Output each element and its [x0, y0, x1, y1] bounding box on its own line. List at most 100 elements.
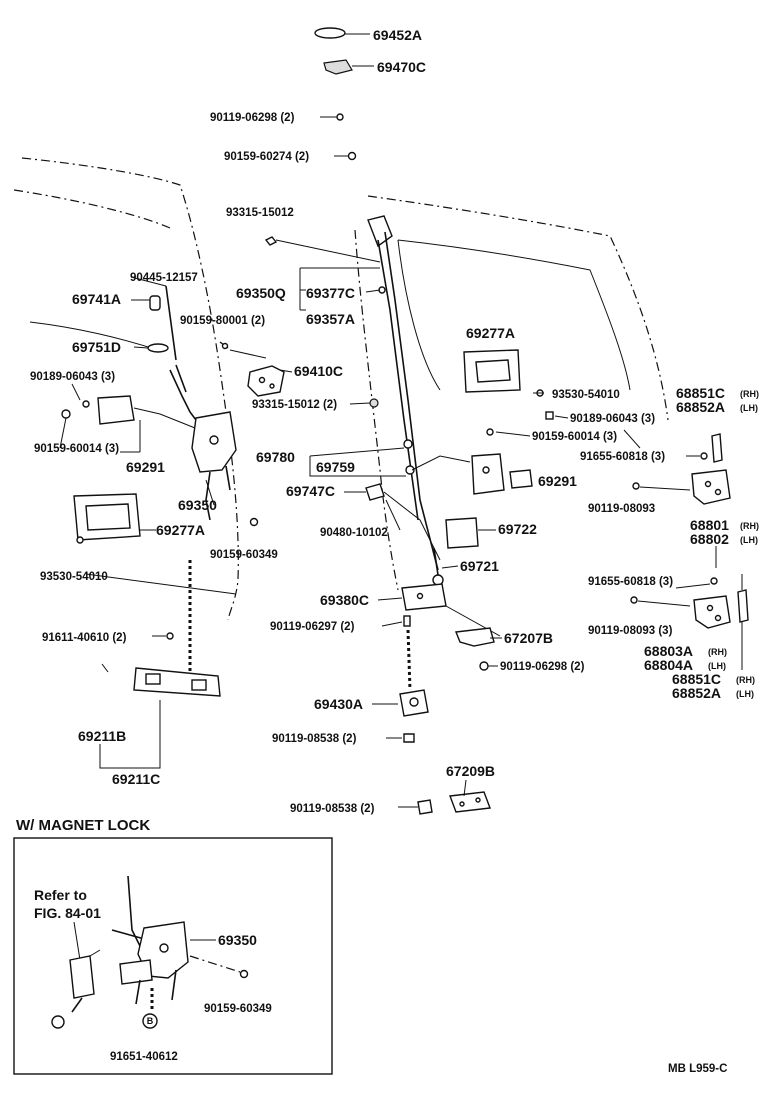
- label-69277A-right: 69277A: [466, 325, 515, 341]
- screw-91611-40610: [166, 632, 174, 640]
- label-rh-3: (RH): [708, 647, 727, 657]
- label-90119-06298-mid: 90119-06298 (2): [500, 661, 585, 673]
- label-90119-06298-top: 90119-06298 (2): [210, 112, 295, 124]
- label-91655-60818-mid: 91655-60818 (3): [588, 576, 673, 588]
- pad-69722: [445, 517, 479, 549]
- label-69722: 69722: [498, 521, 537, 537]
- label-lh-1: (LH): [740, 403, 758, 413]
- label-69410C: 69410C: [294, 363, 343, 379]
- bezel-69470C: [323, 59, 374, 75]
- dotted-guide-center: [406, 629, 412, 691]
- figure-code: MB L959-C: [668, 1063, 727, 1075]
- screw-90119-08093-top: [632, 482, 691, 491]
- inset-label-90159-60349: 90159-60349: [204, 1003, 272, 1015]
- rod-69357A: [367, 215, 439, 571]
- screw-90159-60274: [334, 151, 357, 161]
- rod-link-left: [169, 364, 197, 421]
- label-90159-80001: 90159-80001 (2): [180, 315, 265, 327]
- label-69277A-left: 69277A: [156, 522, 205, 538]
- inset-door-lock-69350: [111, 875, 189, 1005]
- clamp-69780-69759: [309, 439, 471, 477]
- label-90119-08538-b: 90119-08538 (2): [290, 803, 375, 815]
- lock-control-69291-right: [471, 453, 533, 495]
- inset-screw-guide: [189, 955, 241, 973]
- rod-90445-12157: [165, 285, 177, 361]
- label-68851C-top: 68851C: [676, 385, 725, 401]
- label-69291-right: 69291: [538, 473, 577, 489]
- inset-badge-circle: [142, 1013, 158, 1029]
- label-68801: 68801: [690, 517, 729, 533]
- bushing-69747C: [365, 483, 441, 561]
- lock-bracket-69291-left: [61, 395, 201, 431]
- hinge-68803A-68804A: [693, 595, 731, 629]
- screw-90119-06298-top: [320, 113, 344, 121]
- knob-69741A: [131, 295, 161, 311]
- label-69741A: 69741A: [72, 291, 121, 307]
- screw-90189-06043-right: [545, 411, 554, 420]
- striker-67207B: [455, 627, 495, 647]
- label-69380C: 69380C: [320, 592, 369, 608]
- screw-90119-06298-mid: [479, 661, 489, 671]
- label-69350Q: 69350Q: [236, 285, 286, 301]
- label-69747C: 69747C: [286, 483, 335, 499]
- inset-refer-line2: FIG. 84-01: [34, 905, 101, 921]
- label-69759: 69759: [316, 459, 355, 475]
- label-67207B: 67207B: [504, 630, 553, 646]
- screw-91655-60818-top: [700, 452, 708, 460]
- remote-control-69410C: [247, 365, 285, 397]
- bracket-69211B-69211C: [99, 700, 161, 769]
- label-90159-60014-right: 90159-60014 (3): [532, 431, 617, 443]
- left-door-outline: [13, 157, 239, 621]
- door-lock-69350-left: [191, 411, 237, 521]
- label-90189-06043-right: 90189-06043 (3): [570, 413, 655, 425]
- label-67209B: 67209B: [446, 763, 495, 779]
- label-90119-08093-mid: 90119-08093 (3): [588, 625, 673, 637]
- inset-magnet-lock: W/ MAGNET LOCK Refer to FIG. 84-01 69350…: [13, 817, 333, 1075]
- pin-68851C-68852A-top: [711, 433, 723, 463]
- label-69470C: 69470C: [377, 59, 426, 75]
- screw-small-left: [101, 663, 109, 673]
- screw-90159-60014-right: [486, 428, 494, 436]
- rod-69721: [432, 547, 444, 586]
- right-door-outline: [354, 195, 669, 591]
- part-labels: 69452A 69470C 90119-06298 (2) 90159-6027…: [30, 27, 759, 815]
- leader-lines: [59, 276, 711, 808]
- label-68803A: 68803A: [644, 643, 693, 659]
- label-93315-15012-mid: 93315-15012 (2): [252, 399, 337, 411]
- label-lh-2: (LH): [740, 535, 758, 545]
- cap-69452A: [314, 27, 370, 39]
- inside-handle-69277A-right: [463, 349, 521, 393]
- label-rh-4: (RH): [736, 675, 755, 685]
- label-90189-06043-left: 90189-06043 (3): [30, 371, 115, 383]
- label-69751D: 69751D: [72, 339, 121, 355]
- label-90159-60014-left: 90159-60014 (3): [34, 443, 119, 455]
- clip-93315-15012-top: [264, 236, 381, 263]
- label-90119-08093-top: 90119-08093: [588, 503, 655, 515]
- label-69780: 69780: [256, 449, 295, 465]
- label-90119-08538-a: 90119-08538 (2): [272, 733, 357, 745]
- label-68851C-bottom: 68851C: [672, 671, 721, 687]
- label-90480-10102: 90480-10102: [320, 527, 388, 539]
- inset-frame: [13, 837, 333, 1075]
- pin-68851C-68852A-bottom: [737, 574, 749, 670]
- label-69211B: 69211B: [78, 728, 126, 744]
- inset-magnet-actuator: [51, 949, 101, 1029]
- screw-93530-54010-left: [76, 536, 237, 595]
- screw-90119-08538-a: [403, 733, 415, 743]
- label-lh-4: (LH): [736, 689, 754, 699]
- inset-title: W/ MAGNET LOCK: [16, 817, 150, 834]
- screw-90119-08093-mid: [630, 596, 691, 607]
- hinge-68801-68802: [691, 469, 731, 505]
- screw-90159-60349: [249, 517, 259, 527]
- door-lock-69380C: [401, 583, 501, 637]
- screw-90159-80001: [219, 341, 267, 359]
- inset-badge-letter: B: [147, 1016, 154, 1026]
- label-68804A: 68804A: [644, 657, 693, 673]
- outside-handle-69211B: [133, 667, 221, 697]
- label-69350-main: 69350: [178, 497, 217, 513]
- inset-label-91651-40612: 91651-40612: [110, 1051, 178, 1063]
- label-93530-54010-left: 93530-54010: [40, 571, 108, 583]
- bushing-69751D: [147, 343, 169, 353]
- screw-90119-08538-b: [417, 799, 433, 815]
